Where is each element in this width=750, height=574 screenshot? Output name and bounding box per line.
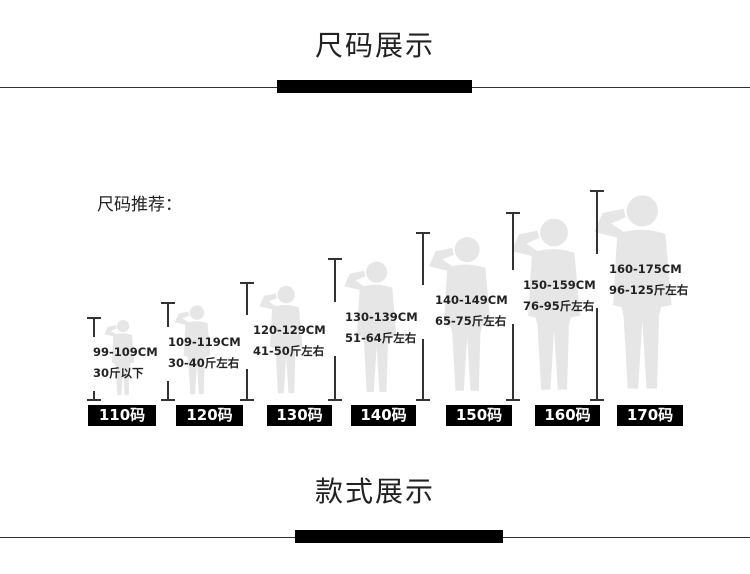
height-range: 150-159CM [523, 278, 596, 292]
ruler-line [334, 258, 336, 302]
weight-range: 30斤以下 [93, 366, 144, 380]
height-range: 140-149CM [435, 293, 508, 307]
size-recommend-label: 尺码推荐： [97, 195, 182, 215]
ruler-bottom-cap [87, 399, 101, 401]
weight-range: 65-75斤左右 [435, 314, 507, 328]
size-label: 110码 [88, 405, 156, 426]
weight-range: 51-64斤左右 [345, 331, 417, 345]
height-range: 99-109CM [93, 345, 158, 359]
size-label: 140码 [351, 405, 416, 426]
ruler-line [167, 381, 169, 399]
child-silhouette-icon [424, 233, 507, 399]
weight-range: 96-125斤左右 [609, 283, 689, 297]
ruler-bottom-cap [416, 399, 430, 401]
ruler-bottom-cap [590, 399, 604, 401]
ruler-bottom-cap [240, 399, 254, 401]
ruler-bottom-cap [328, 399, 342, 401]
weight-range: 76-95斤左右 [523, 299, 595, 313]
child-silhouette-icon [506, 214, 599, 399]
size-label: 160码 [535, 405, 600, 426]
height-range: 120-129CM [253, 323, 326, 337]
ruler-bottom-cap [161, 399, 175, 401]
size-label: 150码 [446, 405, 512, 426]
ruler-line [167, 302, 169, 327]
ruler-line [93, 391, 95, 399]
weight-range: 30-40斤左右 [168, 356, 240, 370]
child-silhouette-icon [340, 258, 411, 399]
ruler-line [422, 339, 424, 399]
ruler-bottom-cap [506, 399, 520, 401]
divider-bar [277, 80, 472, 93]
size-label: 120码 [176, 405, 243, 426]
ruler-line [246, 369, 248, 399]
ruler-line [512, 324, 514, 399]
size-section-title: 尺码展示 [314, 29, 435, 62]
style-section-title: 款式展示 [314, 475, 435, 508]
ruler-line [93, 317, 95, 337]
ruler-line [512, 212, 514, 270]
ruler-line [596, 190, 598, 254]
ruler-line [422, 232, 424, 285]
child-silhouette-icon [102, 318, 143, 399]
child-silhouette-icon [256, 283, 314, 399]
height-range: 160-175CM [609, 262, 682, 276]
ruler-line [246, 282, 248, 315]
height-range: 109-119CM [168, 335, 241, 349]
divider-bar [295, 530, 503, 543]
size-label: 130码 [267, 405, 332, 426]
size-label: 170码 [617, 405, 683, 426]
weight-range: 41-50斤左右 [253, 344, 325, 358]
child-silhouette-icon [172, 303, 220, 399]
child-silhouette-icon [588, 190, 693, 399]
ruler-line [596, 308, 598, 399]
ruler-line [334, 356, 336, 399]
height-range: 130-139CM [345, 310, 418, 324]
